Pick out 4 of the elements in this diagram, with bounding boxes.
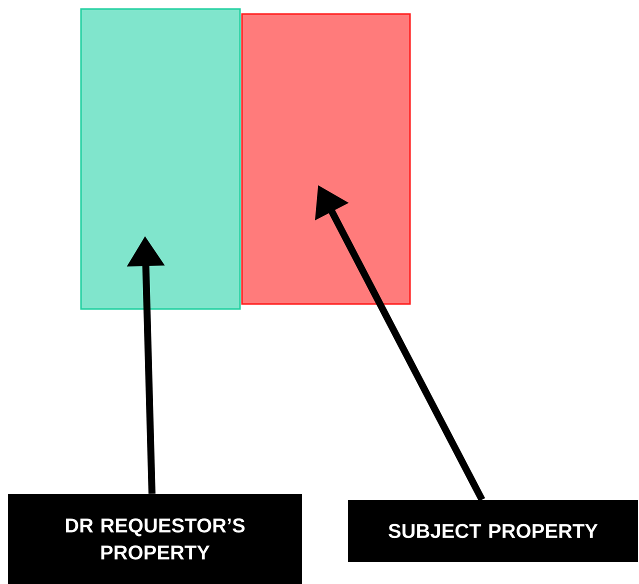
label-box: DR REQUESTOR’S PROPERTY [8,494,302,584]
property-rectangle [80,8,241,310]
property-rectangle [241,13,411,305]
label-box: SUBJECT PROPERTY [348,500,638,562]
